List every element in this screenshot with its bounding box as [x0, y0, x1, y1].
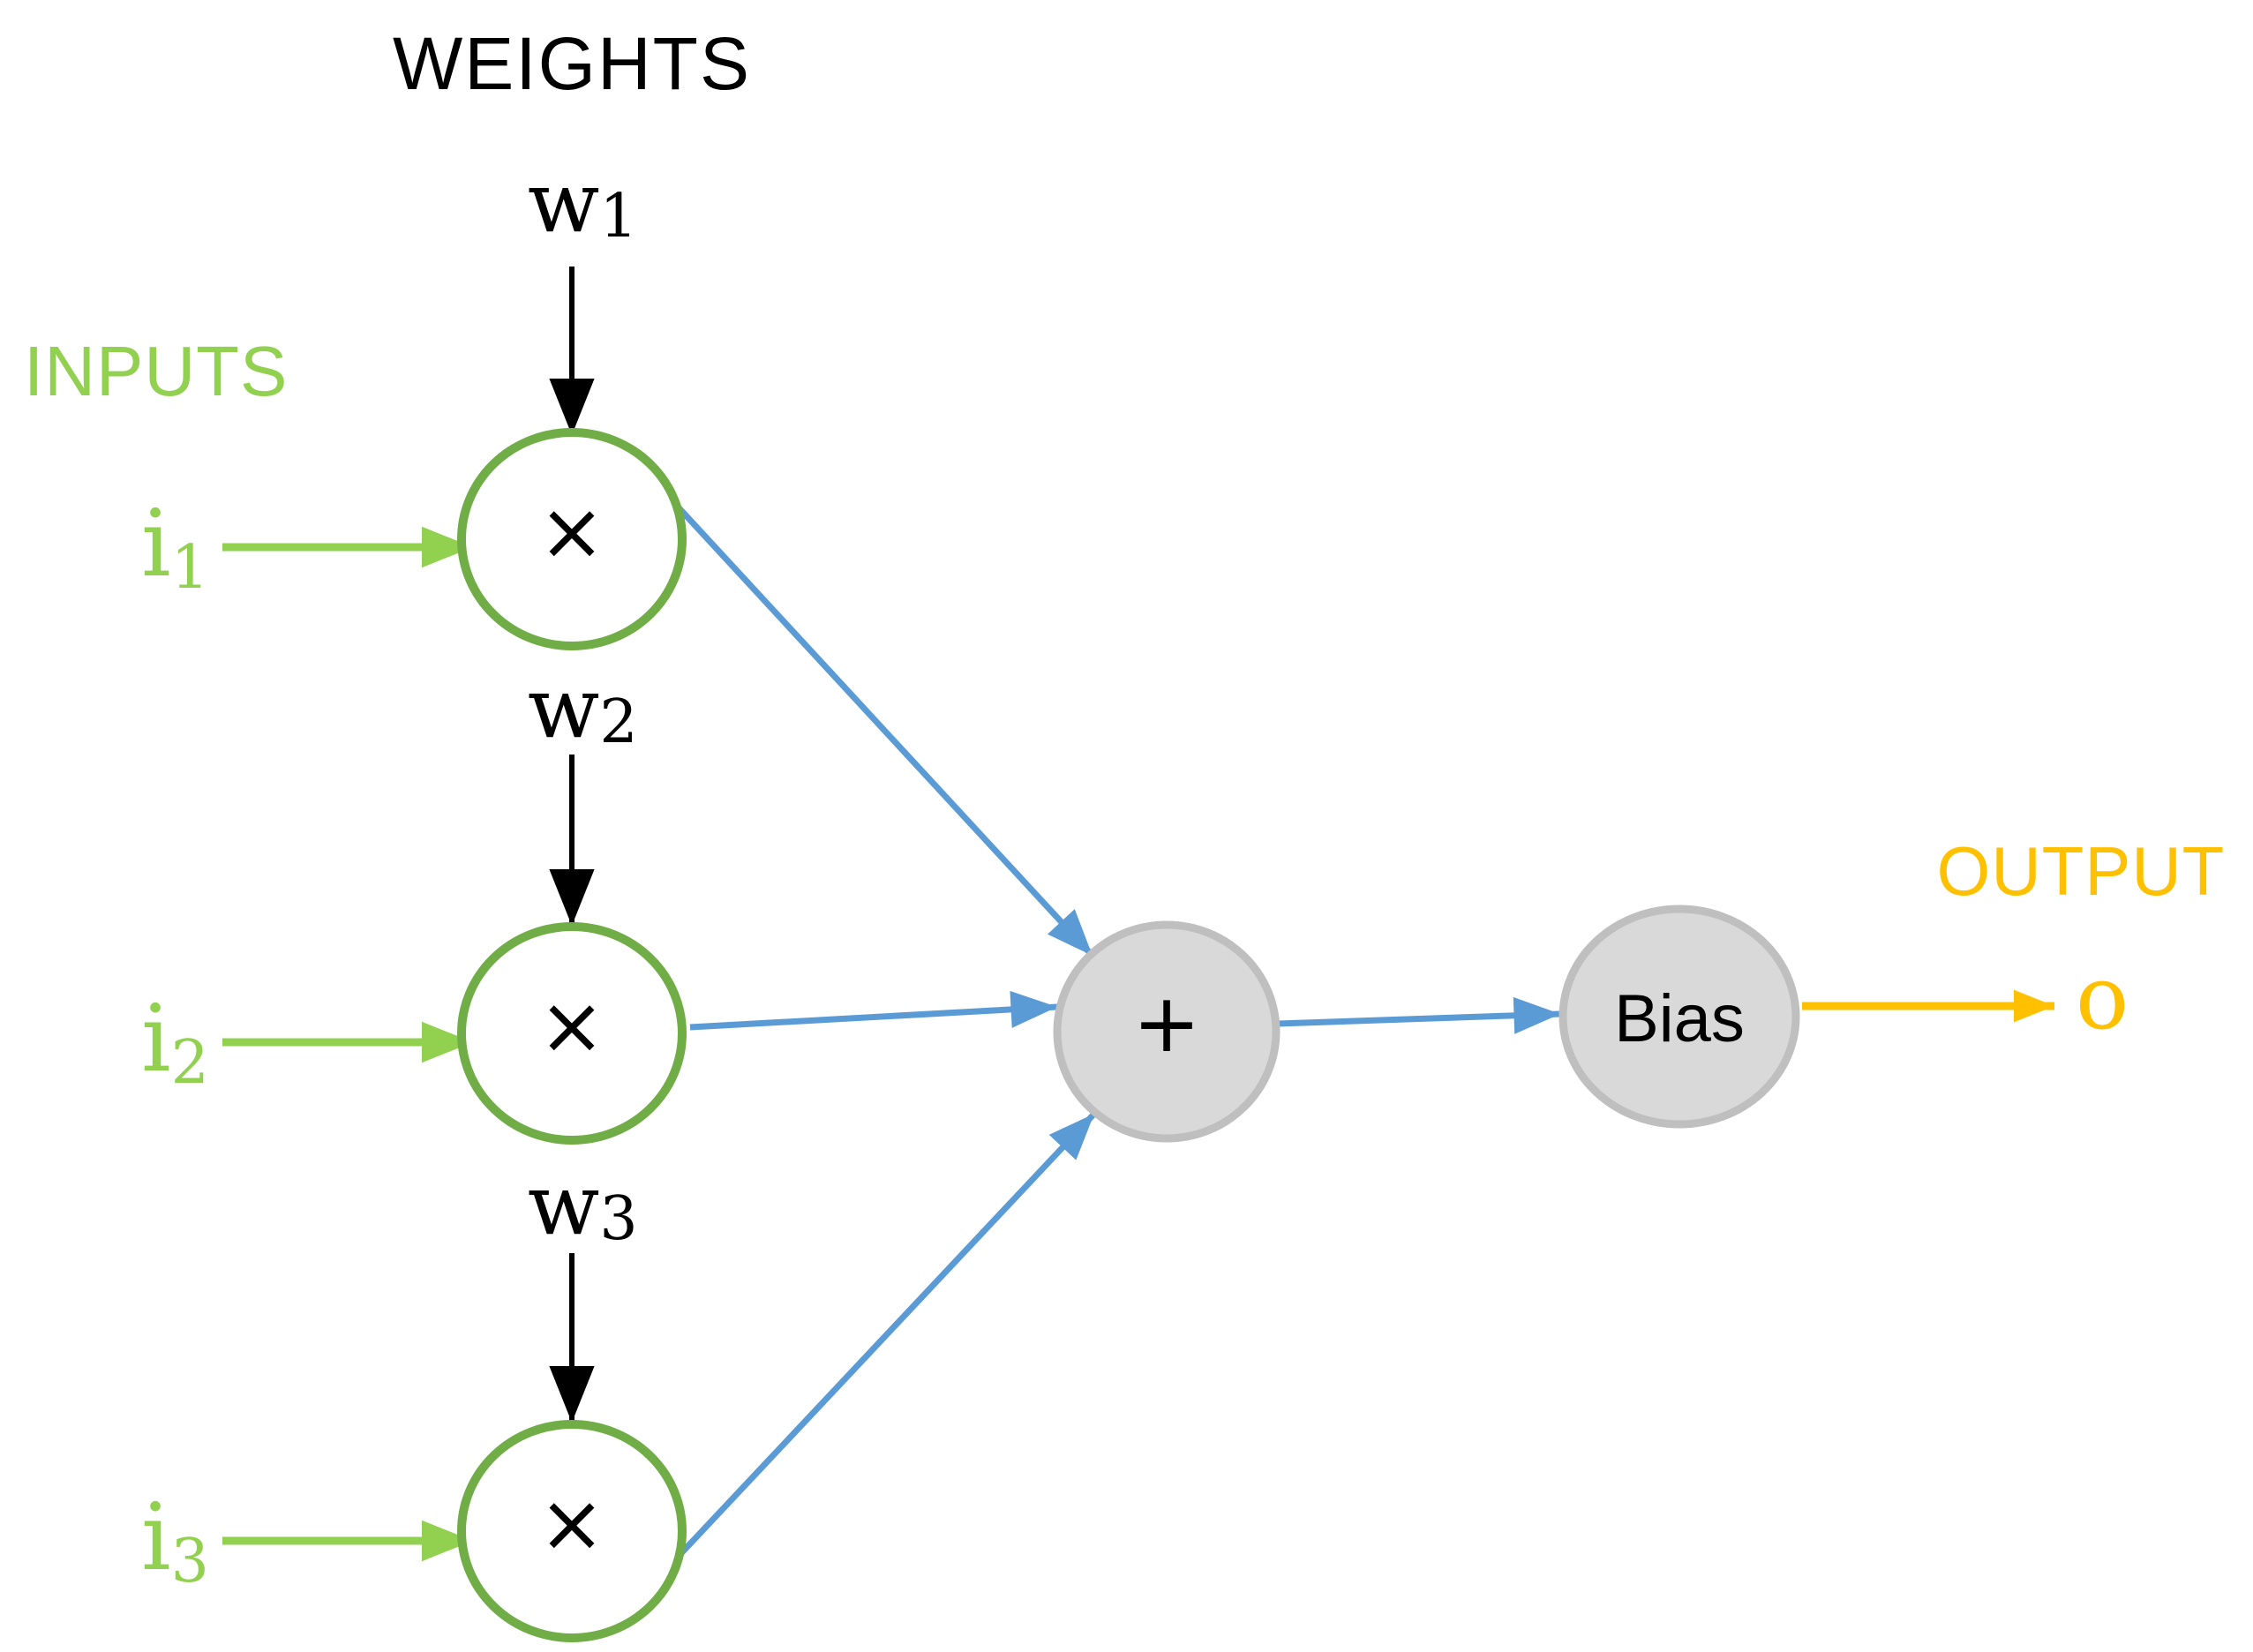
multiply-symbol-1: ×	[538, 485, 605, 578]
weight-label-w2: w2	[528, 660, 638, 757]
input-label-i3: i3	[141, 1483, 209, 1596]
output-title: OUTPUT	[1937, 832, 2226, 910]
weight-label-w3: w3	[528, 1157, 638, 1254]
inputs-title: INPUTS	[24, 332, 288, 410]
input-i3-base: i	[141, 1483, 171, 1591]
weight-label-w1: w1	[528, 154, 638, 252]
weight-w1-base: w	[528, 154, 599, 252]
multiply-symbol-3: ×	[538, 1477, 605, 1570]
input-i1-sub: 1	[171, 533, 209, 603]
bias-label: Bias	[1614, 981, 1745, 1056]
connector-multiply2-to-sum	[689, 990, 1058, 1031]
multiply-node-2	[457, 922, 687, 1145]
input-i3-sub: 3	[171, 1527, 209, 1596]
weight-w2-sub: 2	[599, 687, 637, 757]
weight-w3-sub: 3	[599, 1184, 637, 1254]
multiply-node-1	[457, 428, 687, 650]
weight-w2-base: w	[528, 660, 599, 757]
multiply-symbol-2: ×	[538, 980, 605, 1072]
weight-w3-base: w	[528, 1157, 599, 1254]
sum-node	[1053, 920, 1280, 1143]
connector-sum-to-bias	[1277, 996, 1561, 1034]
input-i2-base: i	[141, 985, 171, 1093]
output-value-label: o	[2076, 946, 2129, 1049]
input-label-i2: i2	[141, 985, 209, 1098]
input-label-i1: i1	[141, 490, 209, 603]
multiply-node-3	[457, 1420, 687, 1642]
connector-multiply3-to-sum	[679, 1111, 1097, 1556]
input-i2-sub: 2	[171, 1028, 209, 1098]
weights-title: WEIGHTS	[393, 22, 751, 105]
input-i1-base: i	[141, 490, 171, 597]
bias-node	[1558, 905, 1800, 1129]
weight-w1-sub: 1	[599, 182, 637, 252]
connector-multiply1-to-sum	[673, 502, 1095, 958]
sum-symbol: +	[1132, 976, 1200, 1070]
